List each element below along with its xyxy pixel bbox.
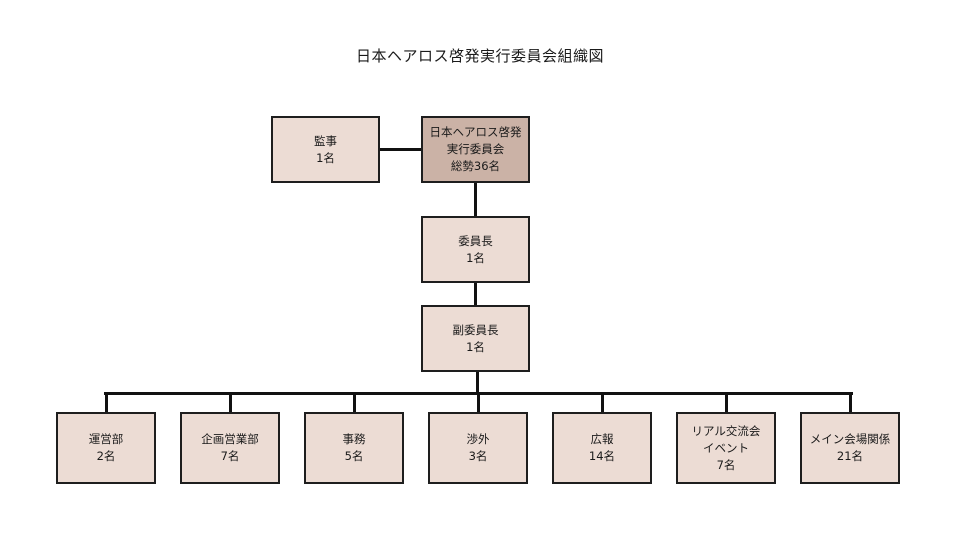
node-dept-count: 5名	[344, 449, 364, 463]
node-dept-real-exchange-event: リアル交流会イベント 7名	[676, 412, 776, 484]
node-dept-external-affairs: 渉外 3名	[428, 412, 528, 484]
node-dept-count: 2名	[96, 449, 116, 463]
node-dept-main-venue: メイン会場関係 21名	[800, 412, 900, 484]
node-root-count: 総勢36名	[450, 159, 501, 173]
node-root-title-1: 日本ヘアロス啓発	[429, 125, 522, 139]
node-dept-title: 運営部	[88, 432, 124, 446]
connector-vice-bus	[476, 371, 479, 393]
connector-dept-real-exchange-event	[725, 392, 728, 412]
node-dept-pr: 広報 14名	[552, 412, 652, 484]
connector-dept-external-affairs	[477, 392, 480, 412]
node-dept-title: リアル交流会	[691, 423, 761, 438]
node-chair-count: 1名	[466, 250, 485, 265]
node-dept-count: 14名	[588, 449, 616, 463]
connector-dept-operations	[105, 392, 108, 412]
node-vice-chair-title: 副委員長	[452, 322, 499, 337]
node-chair: 委員長 1名	[421, 216, 530, 283]
connector-chair-vice	[474, 282, 477, 305]
node-root-committee: 日本ヘアロス啓発 実行委員会 総勢36名	[421, 116, 530, 183]
node-chair-title: 委員長	[458, 233, 493, 248]
chart-title: 日本ヘアロス啓発実行委員会組織図	[355, 47, 604, 65]
node-dept-count: 3名	[468, 449, 488, 463]
node-vice-chair: 副委員長 1名	[421, 305, 530, 372]
node-dept-count: 7名	[220, 449, 240, 463]
connector-root-chair	[474, 182, 477, 216]
node-dept-title: イベント	[703, 440, 749, 455]
node-dept-title: 事務	[342, 432, 366, 446]
node-auditor: 監事 1名	[271, 116, 380, 183]
node-dept-operations: 運営部 2名	[56, 412, 156, 484]
node-dept-title: 渉外	[466, 432, 490, 446]
node-dept-title: 企画営業部	[201, 432, 259, 446]
node-auditor-title: 監事	[314, 133, 337, 148]
connector-auditor-root	[379, 148, 421, 151]
node-dept-title: 広報	[590, 432, 614, 446]
connector-dept-planning-sales	[229, 392, 232, 412]
connector-dept-main-venue	[849, 392, 852, 412]
node-dept-admin: 事務 5名	[304, 412, 404, 484]
node-dept-title: メイン会場関係	[809, 432, 891, 446]
connector-dept-pr	[601, 392, 604, 412]
node-dept-count: 21名	[836, 449, 864, 463]
node-auditor-count: 1名	[316, 150, 335, 165]
connector-dept-admin	[353, 392, 356, 412]
node-root-title-2: 実行委員会	[446, 142, 505, 156]
node-vice-chair-count: 1名	[466, 339, 485, 354]
node-dept-count: 7名	[716, 457, 736, 472]
node-dept-planning-sales: 企画営業部 7名	[180, 412, 280, 484]
